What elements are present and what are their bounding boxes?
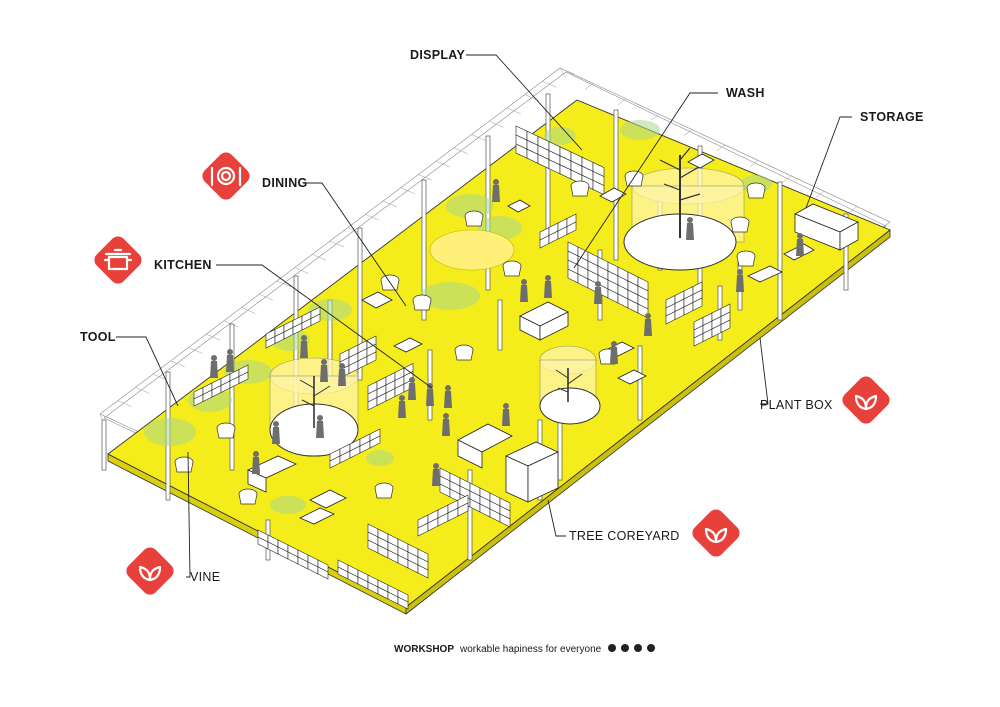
leaf-sprout-icon: [692, 509, 740, 557]
label-wash: WASH: [726, 86, 765, 100]
footer-dot: [621, 644, 629, 652]
footer-tagline: workable hapiness for everyone: [459, 644, 602, 655]
footer-dots: [608, 644, 655, 652]
leaf-sprout-icon: [842, 376, 890, 424]
yellow-patch: [429, 229, 515, 271]
label-dining: DINING: [262, 176, 308, 190]
tree-courtyard-left: [269, 357, 359, 457]
footer-dot: [634, 644, 642, 652]
label-vine: VINE: [190, 570, 220, 584]
label-plant-box: PLANT BOX: [760, 398, 833, 412]
footer: WORKSHOP workable hapiness for everyone: [394, 644, 655, 655]
label-display: DISPLAY: [410, 48, 465, 62]
vine-foliage: [144, 120, 772, 514]
label-kitchen: KITCHEN: [154, 258, 212, 272]
label-tree-coreyard: TREE COREYARD: [569, 529, 680, 543]
label-storage: STORAGE: [860, 110, 924, 124]
footer-dot: [608, 644, 616, 652]
footer-title: WORKSHOP: [394, 644, 454, 655]
plate-cutlery-icon: [202, 152, 250, 200]
tree-courtyard-center: [539, 345, 601, 425]
leaf-sprout-icon: [126, 547, 174, 595]
furniture: [247, 153, 859, 525]
plant-pots: [174, 170, 766, 505]
leader-lines: [116, 54, 852, 578]
cooking-pot-icon: [94, 236, 142, 284]
tree-courtyard-large: [623, 147, 745, 271]
people: [210, 179, 804, 486]
footer-dot: [647, 644, 655, 652]
label-tool: TOOL: [80, 330, 116, 344]
